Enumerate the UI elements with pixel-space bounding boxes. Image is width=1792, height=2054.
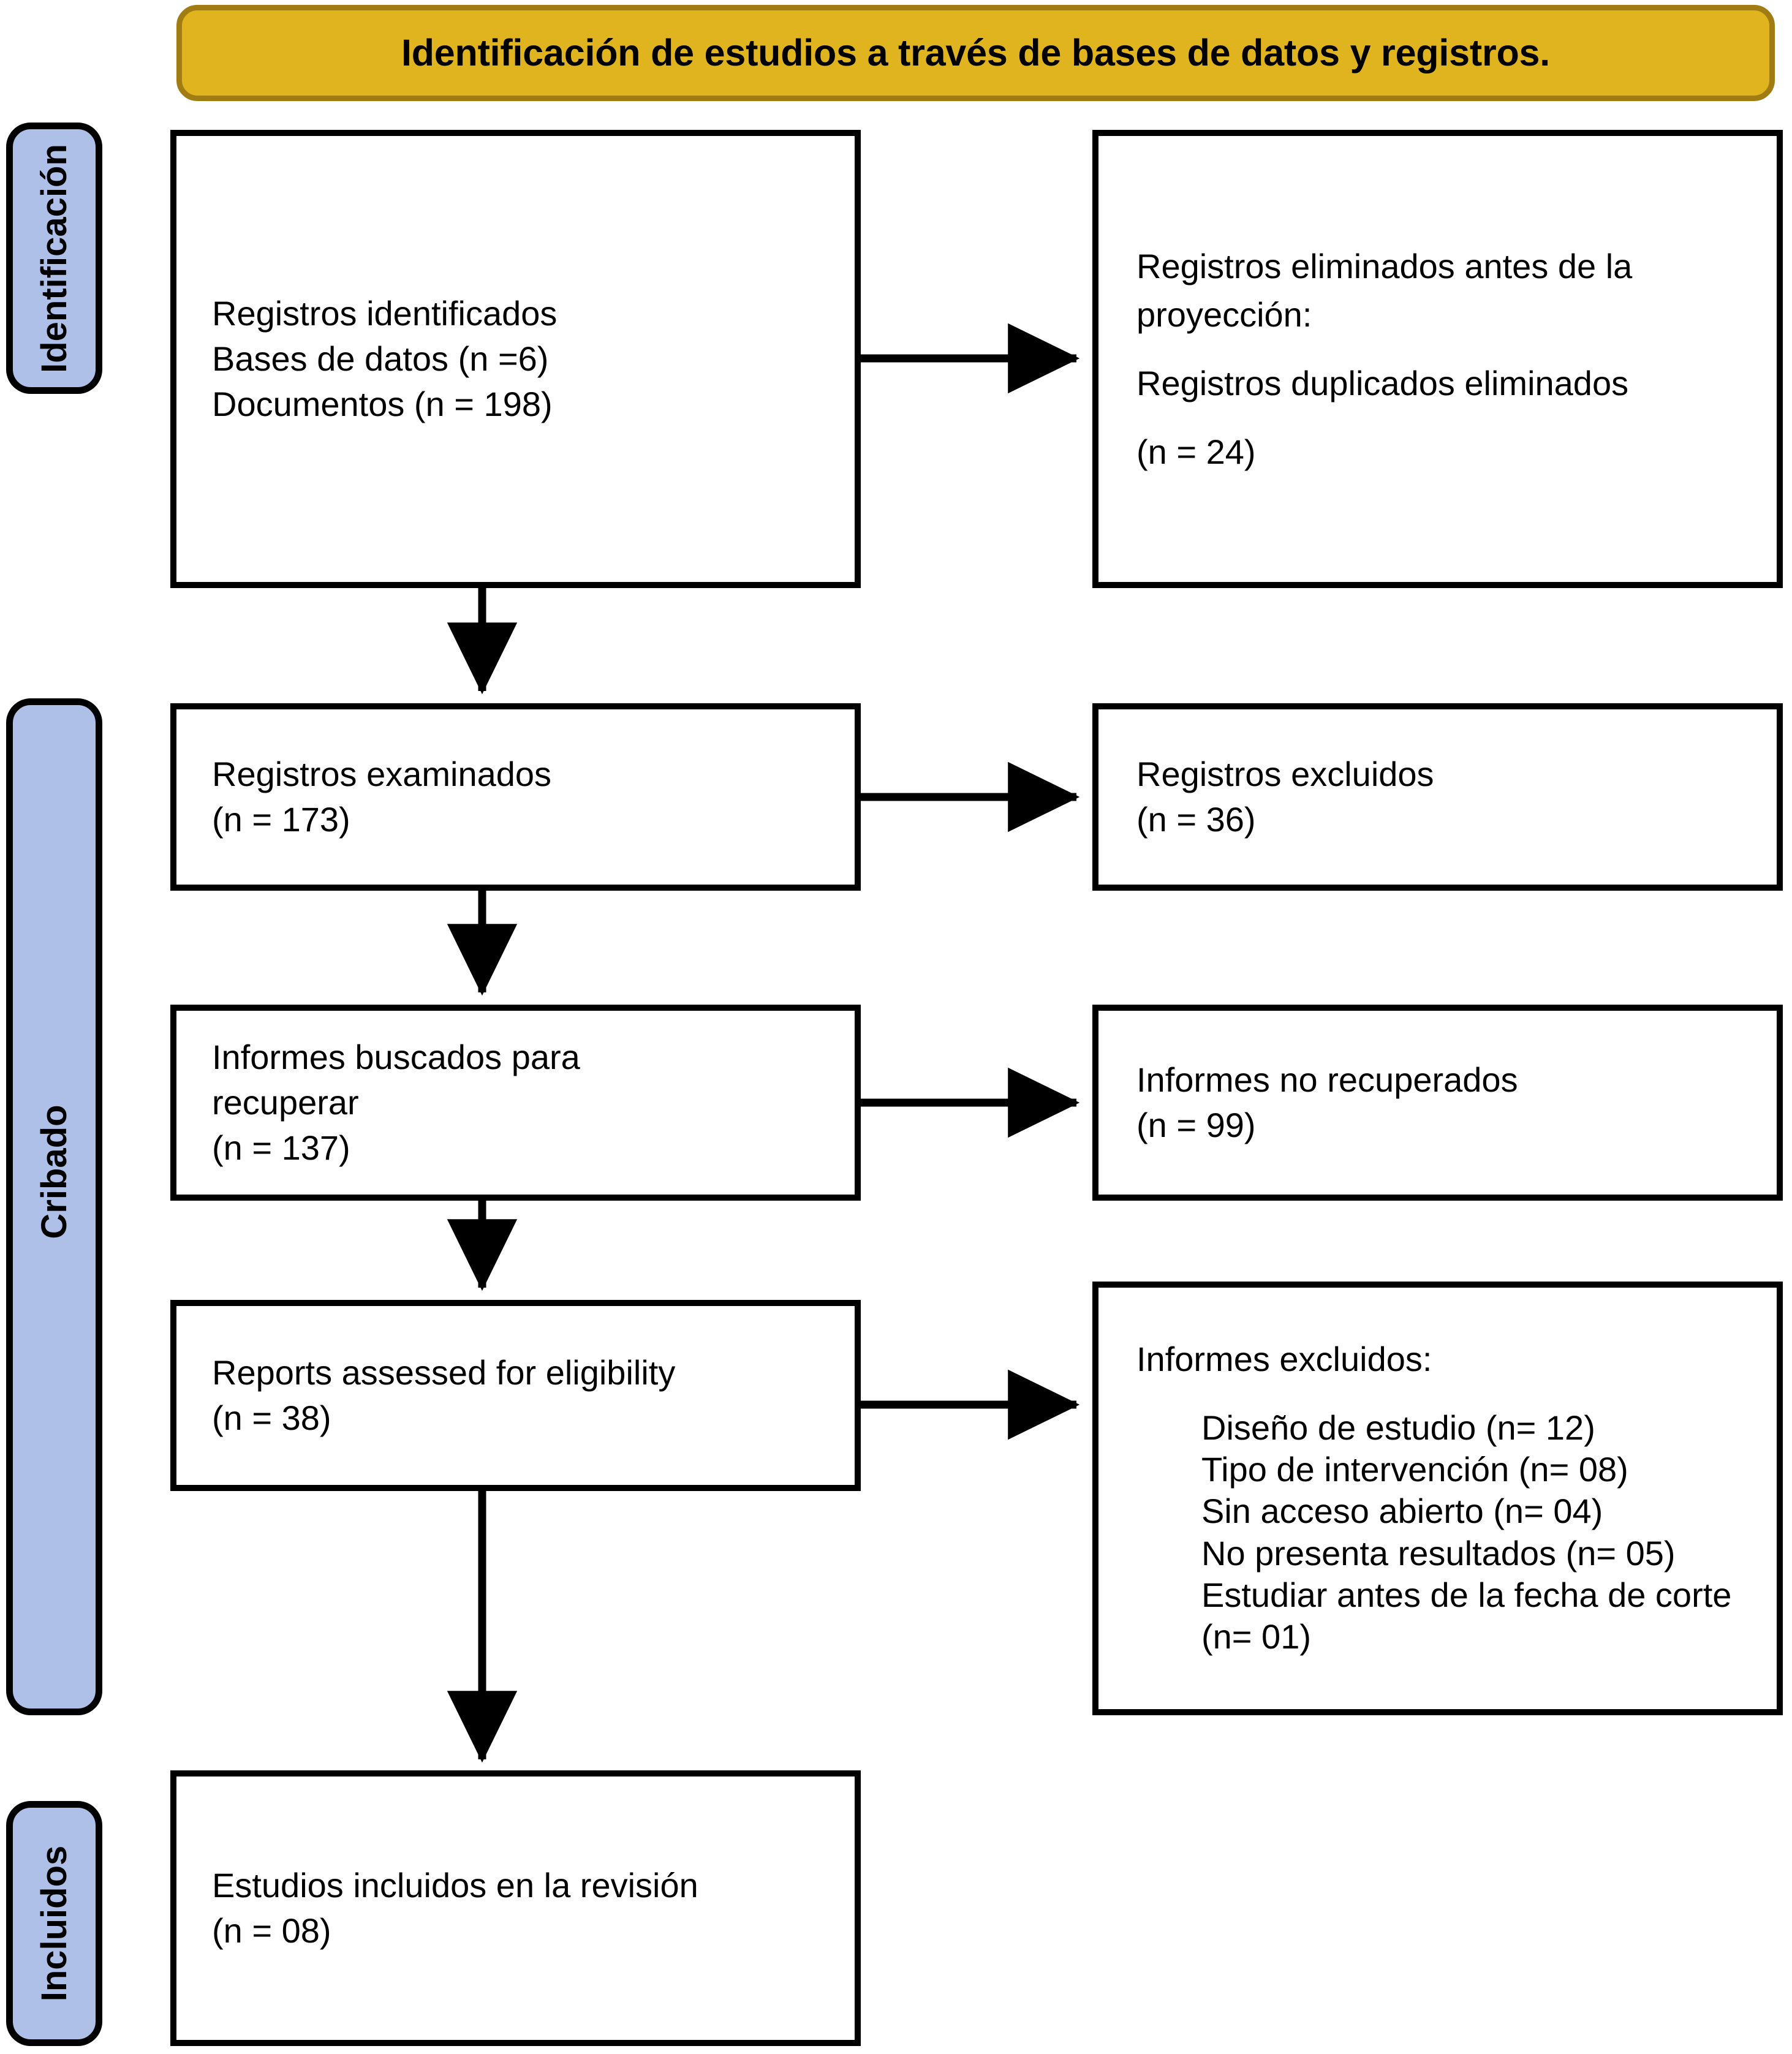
records-excluded-line-2: (n = 36) <box>1136 800 1256 839</box>
stage-label-incluidos: Incluidos <box>34 1845 74 2002</box>
stage-label-identificacion: Identificación <box>34 143 74 373</box>
reports-excluded-heading: Informes excluidos: <box>1136 1340 1432 1379</box>
reports-excluded-reason: Sin acceso abierto (n= 04) <box>1201 1492 1603 1531</box>
diagram-header-banner: Identificación de estudios a través de b… <box>176 5 1775 101</box>
records-identified-line-2: Bases de datos (n =6) <box>212 339 549 379</box>
box-reports-assessed-text: Reports assessed for eligibility (n = 38… <box>176 1350 855 1441</box>
box-reports-excluded: Informes excluidos: Diseño de estudio (n… <box>1092 1282 1783 1715</box>
records-screened-line-1: Registros examinados <box>212 755 552 794</box>
records-excluded-line-1: Registros excluidos <box>1136 755 1434 794</box>
studies-included-line-2: (n = 08) <box>212 1911 331 1950</box>
box-records-identified: Registros identificados Bases de datos (… <box>170 130 861 588</box>
reports-assessed-line-2: (n = 38) <box>212 1399 331 1437</box>
box-records-excluded: Registros excluidos (n = 36) <box>1092 703 1783 891</box>
box-records-screened-text: Registros examinados (n = 173) <box>176 752 855 842</box>
box-reports-assessed-for-eligibility: Reports assessed for eligibility (n = 38… <box>170 1300 861 1491</box>
box-records-screened: Registros examinados (n = 173) <box>170 703 861 891</box>
reports-assessed-line-1: Reports assessed for eligibility <box>212 1353 676 1392</box>
box-reports-sought-text: Informes buscados para recuperar (n = 13… <box>176 1035 855 1171</box>
stage-label-cribado: Cribado <box>34 1104 74 1239</box>
reports-not-retrieved-line-1: Informes no recuperados <box>1136 1060 1518 1100</box>
records-identified-line-3: Documentos (n = 198) <box>212 384 553 423</box>
box-records-excluded-text: Registros excluidos (n = 36) <box>1098 752 1777 842</box>
box-records-removed-text: Registros eliminados antes de la proyecc… <box>1098 242 1777 476</box>
records-removed-line-3: Registros duplicados eliminados <box>1136 364 1629 402</box>
reports-excluded-reason-list: Diseño de estudio (n= 12) Tipo de interv… <box>1136 1407 1777 1658</box>
stage-bar-cribado: Cribado <box>6 698 102 1715</box>
reports-excluded-reason: Diseño de estudio (n= 12) <box>1201 1408 1595 1447</box>
reports-sought-line-3: (n = 137) <box>212 1128 350 1167</box>
reports-sought-line-2: recuperar <box>212 1083 359 1122</box>
studies-included-line-1: Estudios incluidos en la revisión <box>212 1866 698 1905</box>
reports-not-retrieved-line-2: (n = 99) <box>1136 1106 1256 1144</box>
records-screened-line-2: (n = 173) <box>212 800 350 839</box>
records-removed-line-1: Registros eliminados antes de la <box>1136 246 1633 285</box>
box-reports-not-retrieved-text: Informes no recuperados (n = 99) <box>1098 1057 1777 1148</box>
records-removed-line-4: (n = 24) <box>1136 432 1256 471</box>
stage-bar-identificacion: Identificación <box>6 123 102 394</box>
stage-bar-incluidos: Incluidos <box>6 1801 102 2046</box>
box-records-identified-text: Registros identificados Bases de datos (… <box>176 291 855 427</box>
box-studies-included-text: Estudios incluidos en la revisión (n = 0… <box>176 1863 855 1954</box>
box-reports-not-retrieved: Informes no recuperados (n = 99) <box>1092 1005 1783 1201</box>
records-removed-line-2: proyección: <box>1136 295 1312 334</box>
box-reports-sought-for-retrieval: Informes buscados para recuperar (n = 13… <box>170 1005 861 1201</box>
reports-excluded-reason: Tipo de intervención (n= 08) <box>1201 1449 1628 1489</box>
reports-excluded-reason: Estudiar antes de la fecha de corte (n= … <box>1201 1575 1732 1656</box>
box-studies-included-in-review: Estudios incluidos en la revisión (n = 0… <box>170 1770 861 2046</box>
page-title: Identificación de estudios a través de b… <box>401 32 1551 74</box>
box-records-removed-before-screening: Registros eliminados antes de la proyecc… <box>1092 130 1783 588</box>
box-reports-excluded-text: Informes excluidos: Diseño de estudio (n… <box>1098 1338 1777 1658</box>
reports-sought-line-1: Informes buscados para <box>212 1038 580 1077</box>
records-identified-line-1: Registros identificados <box>212 294 558 333</box>
reports-excluded-reason: No presenta resultados (n= 05) <box>1201 1533 1676 1573</box>
